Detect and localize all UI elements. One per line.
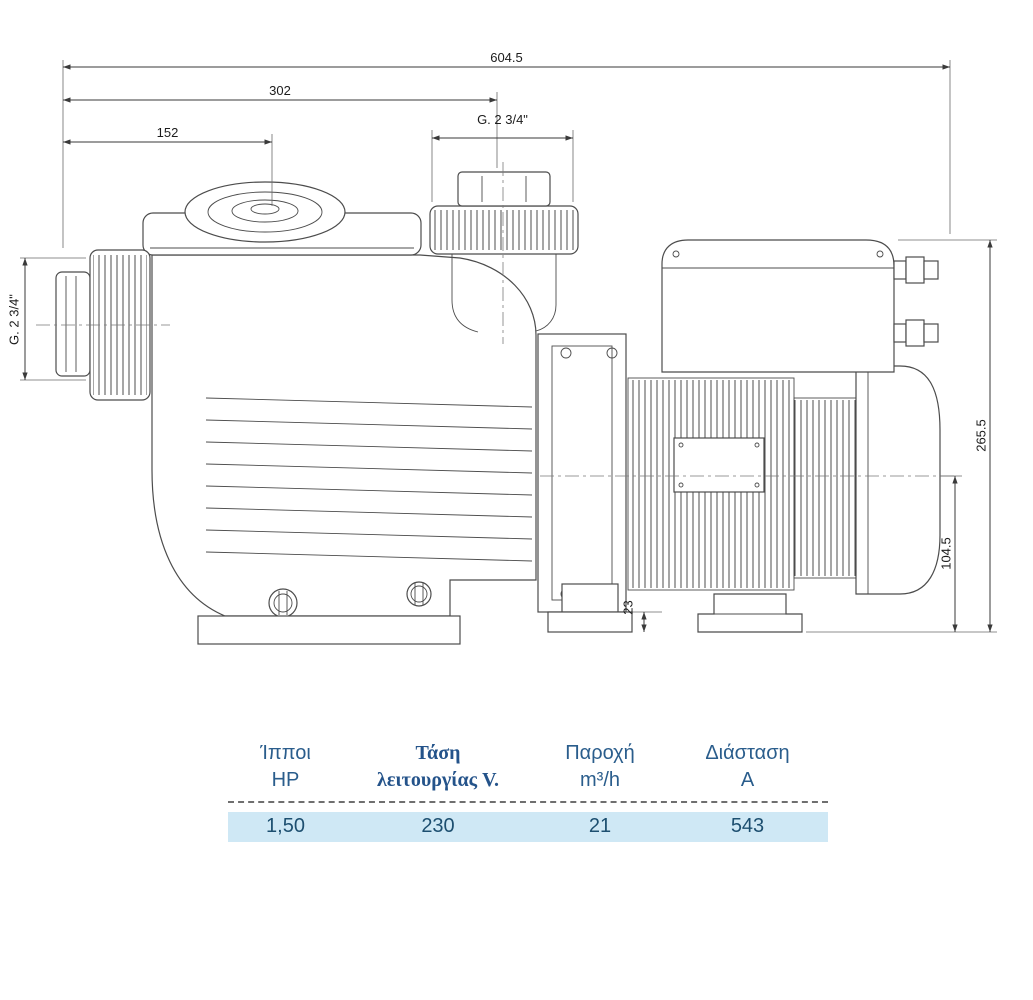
dimension-label-inlet-thread: G. 2 3/4" [6,294,22,345]
header-flow-subtitle: m³/h [580,769,620,791]
header-flow-title: Παροχή [565,742,635,764]
header-dimension-subtitle: A [740,769,755,791]
dimension-label-outlet-thread: G. 2 3/4" [477,112,528,127]
strainer-lid [142,181,422,256]
dimension-label-overall-length: 604.5 [490,50,523,65]
value-voltage: 230 [421,815,455,837]
spec-table: Ίπποι HP Τάση λειτουργίας V. Παροχή m³/h… [228,740,828,842]
motor-end-cap [855,365,941,595]
header-separator [228,801,828,803]
pump-technical-drawing [20,60,997,645]
dimension-label-axis-height: 104.5 [938,537,954,570]
drain-plug [268,588,298,618]
value-dimension: 543 [730,815,765,837]
centerlines [36,162,958,477]
discharge-coupling [429,171,579,333]
header-voltage-subtitle: λειτουργίας V. [377,769,499,791]
header-flow: Παροχή m³/h [533,740,667,794]
dimension-label-overall-height: 265.5 [973,419,989,452]
header-dimension-title: Διάσταση [705,742,790,764]
value-flow: 21 [588,815,612,837]
dimension-label-length-to-lid: 152 [156,125,179,140]
dimension-label-length-to-outlet: 302 [269,83,291,98]
spec-table-header: Ίπποι HP Τάση λειτουργίας V. Παροχή m³/h… [228,740,828,794]
dimension-label-foot-height: 23 [620,600,636,615]
cable-gland [893,256,939,284]
header-voltage-title: Τάση [415,742,461,764]
cable-gland [893,319,939,347]
header-dimension: Διάσταση A [667,740,828,794]
motor [627,377,857,591]
value-horsepower: 1,50 [266,815,305,837]
drain-plug [406,581,432,607]
base-feet [197,583,803,645]
body-ribs [205,397,533,562]
header-horsepower-title: Ίπποι [260,742,311,764]
pump-body [151,254,537,618]
header-horsepower: Ίπποι HP [228,740,343,794]
dimension-lines [20,60,997,633]
header-voltage: Τάση λειτουργίας V. [343,740,533,794]
spec-table-row: 1,50 230 21 543 [228,812,828,842]
header-horsepower-subtitle: HP [271,769,300,791]
terminal-box [661,239,939,373]
mounting-bracket [537,333,627,613]
